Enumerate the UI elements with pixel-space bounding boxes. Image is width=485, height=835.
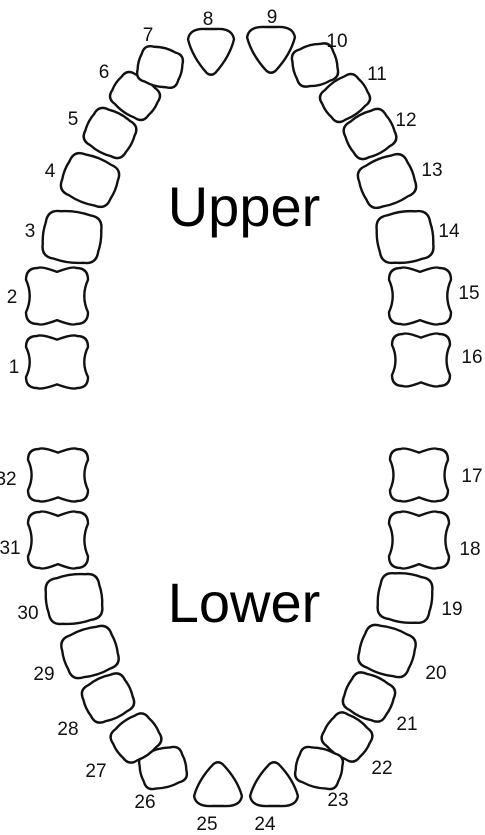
tooth-number-30: 30 bbox=[17, 603, 38, 624]
tooth-1[interactable] bbox=[24, 334, 90, 390]
tooth-number-14: 14 bbox=[438, 221, 460, 242]
tooth-25[interactable] bbox=[192, 761, 244, 808]
tooth-31[interactable] bbox=[26, 510, 90, 570]
tooth-30[interactable] bbox=[43, 571, 105, 627]
tooth-14[interactable] bbox=[374, 208, 437, 266]
tooth-16[interactable] bbox=[390, 332, 452, 388]
tooth-18[interactable] bbox=[387, 510, 451, 570]
tooth-number-29: 29 bbox=[33, 664, 54, 685]
tooth-22[interactable] bbox=[316, 707, 377, 767]
lower-arch-label: Lower bbox=[168, 571, 321, 634]
tooth-21[interactable] bbox=[338, 667, 400, 726]
tooth-4[interactable] bbox=[56, 148, 124, 212]
tooth-20[interactable] bbox=[354, 620, 420, 681]
tooth-2[interactable] bbox=[24, 266, 90, 326]
tooth-3[interactable] bbox=[40, 208, 105, 267]
tooth-23[interactable] bbox=[292, 743, 347, 793]
tooth-29[interactable] bbox=[57, 621, 123, 682]
tooth-number-27: 27 bbox=[85, 761, 106, 782]
tooth-number-23: 23 bbox=[327, 790, 348, 811]
tooth-number-15: 15 bbox=[458, 283, 479, 304]
tooth-number-28: 28 bbox=[57, 719, 78, 740]
tooth-number-6: 6 bbox=[99, 62, 110, 83]
tooth-24[interactable] bbox=[248, 761, 300, 808]
tooth-32[interactable] bbox=[26, 447, 90, 503]
tooth-28[interactable] bbox=[77, 668, 139, 727]
tooth-number-26: 26 bbox=[134, 792, 155, 813]
tooth-12[interactable] bbox=[339, 104, 402, 165]
tooth-10[interactable] bbox=[288, 40, 341, 91]
tooth-5[interactable] bbox=[79, 103, 142, 164]
tooth-13[interactable] bbox=[353, 149, 421, 213]
tooth-number-3: 3 bbox=[25, 221, 36, 242]
tooth-19[interactable] bbox=[375, 570, 435, 626]
teeth-layer bbox=[24, 25, 453, 808]
tooth-27[interactable] bbox=[105, 708, 166, 768]
tooth-number-8: 8 bbox=[203, 9, 214, 30]
tooth-number-16: 16 bbox=[461, 347, 482, 368]
tooth-number-2: 2 bbox=[7, 287, 18, 308]
tooth-number-31: 31 bbox=[0, 538, 21, 559]
tooth-15[interactable] bbox=[387, 266, 453, 326]
tooth-11[interactable] bbox=[315, 69, 375, 127]
tooth-number-24: 24 bbox=[254, 814, 276, 835]
tooth-17[interactable] bbox=[388, 447, 450, 503]
upper-arch-label: Upper bbox=[168, 175, 321, 238]
tooth-9[interactable] bbox=[245, 25, 297, 74]
tooth-number-13: 13 bbox=[421, 160, 442, 181]
tooth-number-21: 21 bbox=[396, 714, 417, 735]
tooth-26[interactable] bbox=[136, 743, 191, 793]
tooth-number-32: 32 bbox=[0, 469, 17, 490]
tooth-number-20: 20 bbox=[425, 663, 446, 684]
tooth-number-25: 25 bbox=[196, 814, 217, 835]
tooth-8[interactable] bbox=[186, 27, 236, 76]
tooth-7[interactable] bbox=[134, 42, 187, 91]
tooth-number-9: 9 bbox=[267, 7, 278, 28]
tooth-number-12: 12 bbox=[395, 110, 416, 131]
tooth-number-1: 1 bbox=[9, 357, 20, 378]
tooth-number-18: 18 bbox=[459, 539, 480, 560]
tooth-number-4: 4 bbox=[45, 161, 56, 182]
tooth-number-17: 17 bbox=[461, 466, 482, 487]
tooth-number-10: 10 bbox=[326, 31, 347, 52]
tooth-number-22: 22 bbox=[371, 758, 392, 779]
tooth-number-7: 7 bbox=[143, 25, 154, 46]
tooth-number-11: 11 bbox=[367, 64, 387, 85]
tooth-number-5: 5 bbox=[68, 109, 79, 130]
tooth-number-19: 19 bbox=[441, 599, 462, 620]
